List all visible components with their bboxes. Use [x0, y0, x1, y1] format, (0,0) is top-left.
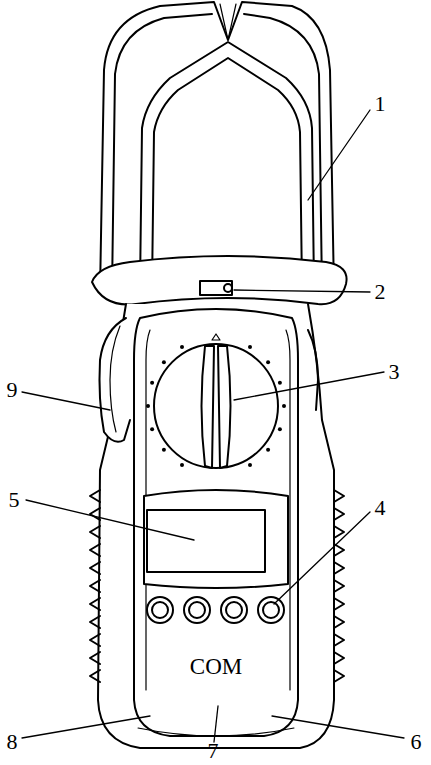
- dial-mark: [266, 360, 270, 364]
- dial-mark: [282, 404, 286, 408]
- dial-mark: [150, 381, 154, 385]
- callout-number: 9: [7, 379, 18, 401]
- leader-lines: [22, 110, 404, 742]
- dial-mark: [180, 463, 184, 467]
- jack: [184, 597, 210, 623]
- callout-number: 5: [9, 489, 20, 511]
- dial-mark: [278, 427, 282, 431]
- callout-number: 2: [375, 281, 386, 303]
- jaw-button: [224, 284, 232, 292]
- grip-rib: [90, 670, 100, 682]
- dial-mark: [162, 448, 166, 452]
- callout-number: 8: [7, 731, 18, 753]
- jack: [221, 597, 247, 623]
- dial-mark: [266, 448, 270, 452]
- grip-rib: [334, 598, 344, 610]
- grip-rib: [90, 490, 100, 502]
- rotary-switch: [146, 334, 286, 468]
- callout-number: 3: [389, 361, 400, 383]
- jack: [258, 597, 284, 623]
- callout-number: 6: [411, 731, 422, 753]
- grip-rib: [90, 508, 100, 520]
- grip-rib: [90, 598, 100, 610]
- dial-mark: [248, 345, 252, 349]
- jaw: [100, 2, 334, 292]
- grip-rib: [334, 652, 344, 664]
- grip-rib: [334, 562, 344, 574]
- grip-rib: [334, 670, 344, 682]
- jack: [147, 597, 173, 623]
- dial-mark: [278, 381, 282, 385]
- dial-mark: [180, 345, 184, 349]
- grip-rib: [90, 562, 100, 574]
- grip-rib: [334, 490, 344, 502]
- finger-guard: [92, 256, 347, 305]
- input-jacks: [147, 597, 284, 623]
- callout-number: 4: [375, 497, 386, 519]
- grip-rib: [90, 544, 100, 556]
- grip-rib: [90, 526, 100, 538]
- dial-mark: [162, 360, 166, 364]
- grip-ribs: [90, 490, 344, 682]
- grip-rib: [334, 580, 344, 592]
- grip-rib: [90, 616, 100, 628]
- grip-rib: [90, 652, 100, 664]
- grip-rib: [334, 526, 344, 538]
- lcd-display: [144, 490, 288, 588]
- panel-text: COM: [190, 655, 242, 678]
- dial-mark: [146, 404, 150, 408]
- grip-rib: [334, 508, 344, 520]
- dial-mark: [248, 463, 252, 467]
- grip-rib: [334, 616, 344, 628]
- grip-rib: [90, 580, 100, 592]
- dial-mark: [150, 427, 154, 431]
- grip-rib: [334, 634, 344, 646]
- callout-number: 7: [208, 740, 219, 762]
- callout-number: 1: [375, 93, 386, 115]
- grip-rib: [90, 634, 100, 646]
